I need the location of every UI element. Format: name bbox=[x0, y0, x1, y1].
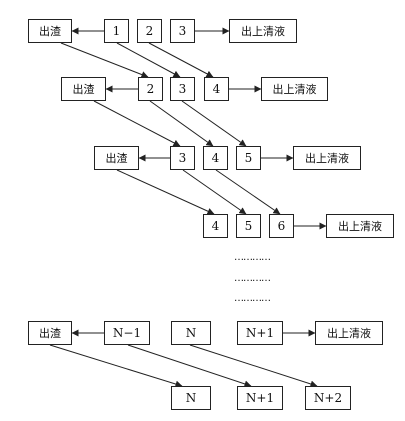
residue-output: 出渣 bbox=[28, 321, 72, 345]
transfer-arrow bbox=[93, 100, 181, 147]
ellipsis-row: ………… bbox=[234, 252, 271, 263]
transfer-arrow bbox=[127, 344, 252, 388]
transfer-arrow bbox=[116, 42, 181, 78]
tank-box: 6 bbox=[269, 214, 294, 238]
tank-box: 4 bbox=[203, 214, 228, 238]
tank-box: 2 bbox=[138, 77, 163, 101]
tank-box: N−1 bbox=[104, 321, 150, 345]
transfer-arrow bbox=[148, 42, 214, 78]
residue-output: 出渣 bbox=[28, 19, 72, 43]
tank-box: N bbox=[171, 386, 211, 410]
ellipsis-row: ………… bbox=[234, 293, 271, 304]
clear-liquid-output: 出上清液 bbox=[261, 77, 328, 101]
transfer-arrow bbox=[49, 344, 183, 388]
tank-box: 3 bbox=[170, 19, 195, 43]
ellipsis-row: ………… bbox=[234, 273, 271, 284]
tank-box: 1 bbox=[104, 19, 129, 43]
residue-output: 出渣 bbox=[94, 146, 139, 170]
tank-box: 3 bbox=[170, 77, 195, 101]
tank-box: 3 bbox=[170, 146, 195, 170]
residue-output: 出渣 bbox=[61, 77, 106, 101]
transfer-arrow bbox=[181, 100, 247, 147]
clear-liquid-output: 出上清液 bbox=[293, 146, 361, 170]
tank-box: N bbox=[171, 321, 211, 345]
tank-box: 5 bbox=[236, 214, 261, 238]
tank-box: 2 bbox=[137, 19, 162, 43]
tank-box: 4 bbox=[203, 146, 228, 170]
transfer-arrow bbox=[215, 169, 281, 215]
transfer-arrow bbox=[116, 169, 215, 215]
tank-box: N+2 bbox=[305, 386, 351, 410]
clear-liquid-output: 出上清液 bbox=[315, 321, 383, 345]
transfer-arrow bbox=[189, 344, 318, 388]
tank-box: 4 bbox=[204, 77, 229, 101]
tank-box: N+1 bbox=[237, 386, 283, 410]
clear-liquid-output: 出上清液 bbox=[326, 214, 394, 238]
transfer-arrow bbox=[149, 100, 214, 147]
tank-box: N+1 bbox=[237, 321, 283, 345]
transfer-arrow bbox=[60, 42, 149, 78]
tank-box: 5 bbox=[236, 146, 261, 170]
clear-liquid-output: 出上清液 bbox=[229, 19, 297, 43]
transfer-arrow bbox=[182, 169, 247, 215]
